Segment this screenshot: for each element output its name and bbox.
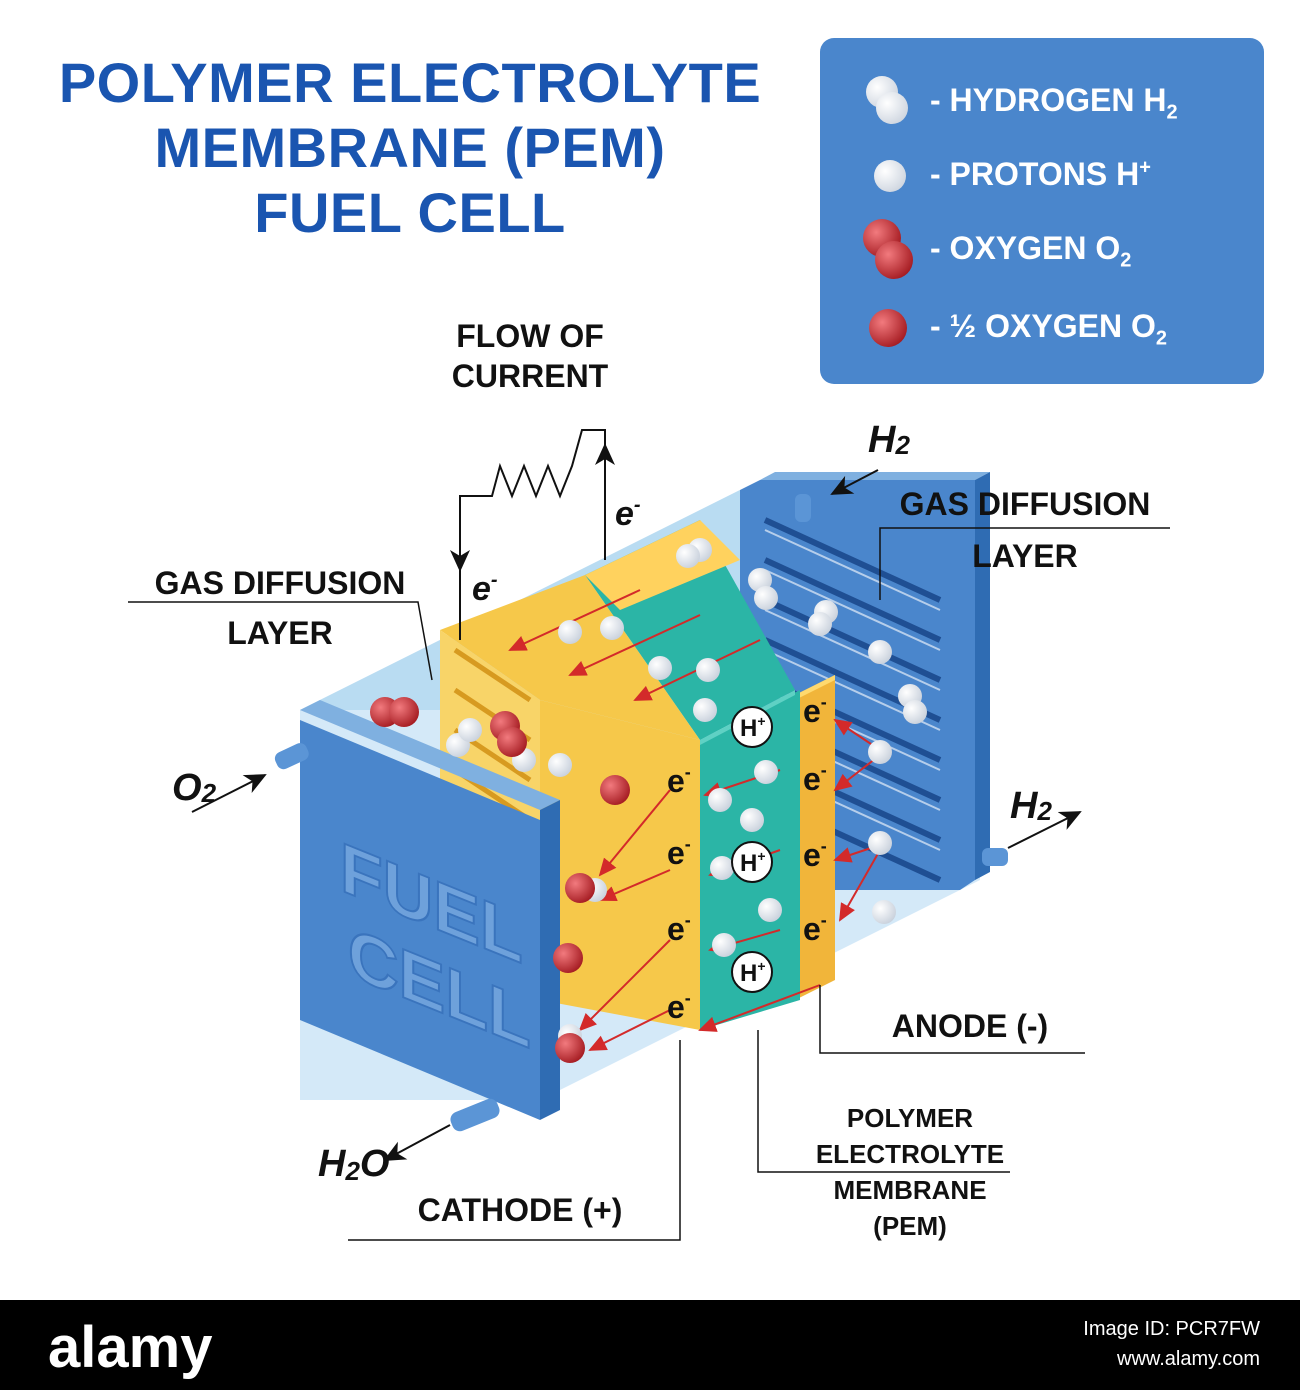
h2-inlet-label: H2 xyxy=(868,419,910,461)
hydrogen-particle xyxy=(754,760,778,784)
electron-label: e- xyxy=(667,910,691,947)
watermark-footer: alamy Image ID: PCR7FW www.alamy.com xyxy=(0,1300,1300,1390)
brand-logo: alamy xyxy=(48,1315,213,1380)
external-circuit xyxy=(450,429,615,640)
cathode-flow-plate: FUEL CELL xyxy=(274,700,560,1132)
hydrogen-particle xyxy=(676,544,700,568)
title-line-1: POLYMER ELECTROLYTE xyxy=(58,51,762,114)
title-line-3: FUEL CELL xyxy=(254,181,566,244)
particles xyxy=(370,538,927,1063)
oxygen-particle xyxy=(555,1033,585,1063)
hydrogen-particle xyxy=(868,740,892,764)
legend: - HYDROGEN H2 - PROTONS H+ - OXYGEN O2 -… xyxy=(820,38,1264,384)
hydrogen-particle xyxy=(710,856,734,880)
hydrogen-particle xyxy=(693,698,717,722)
hydrogen-particle xyxy=(558,620,582,644)
circuit-electron-left: e- xyxy=(472,569,498,608)
oxygen-particle xyxy=(553,943,583,973)
legend-half-oxygen: - ½ OXYGEN O2 xyxy=(930,308,1167,350)
proton-badge: H+ xyxy=(731,706,773,748)
proton-badge: H+ xyxy=(731,841,773,883)
hydrogen-particle xyxy=(872,900,896,924)
hydrogen-particle xyxy=(548,753,572,777)
pem-label: POLYMER ELECTROLYTE MEMBRANE (PEM) xyxy=(815,1103,1005,1241)
circuit-electron-right: e- xyxy=(615,494,641,533)
electron-label: e- xyxy=(803,836,827,873)
electron-labels: e-e-e-e-e-e-e-e- xyxy=(667,692,827,1025)
anode-electrode xyxy=(795,675,835,1000)
oxygen-particle xyxy=(389,697,419,727)
hydrogen-particle xyxy=(648,656,672,680)
hydrogen-particle xyxy=(712,933,736,957)
proton-badge: H+ xyxy=(731,951,773,993)
hydrogen-particle xyxy=(740,808,764,832)
image-id-text: Image ID: PCR7FW xyxy=(1083,1318,1260,1340)
hydrogen-particle xyxy=(600,616,624,640)
oxygen-particle xyxy=(497,727,527,757)
hydrogen-molecule-icon xyxy=(866,76,908,124)
legend-hydrogen: - HYDROGEN H2 xyxy=(930,82,1178,124)
hydrogen-particle xyxy=(458,718,482,742)
legend-protons: - PROTONS H+ xyxy=(930,156,1151,192)
svg-text:H+: H+ xyxy=(740,848,766,877)
h2o-outlet-label: H2O xyxy=(318,1143,389,1186)
o2-inlet-label: O2 xyxy=(172,767,217,809)
electron-label: e- xyxy=(667,988,691,1025)
leader-lines xyxy=(128,527,1170,1241)
proton-badges: H+ H+ H+ xyxy=(731,706,773,993)
title-line-2: MEMBRANE (PEM) xyxy=(154,116,666,179)
svg-text:H+: H+ xyxy=(740,958,766,987)
electron-label: e- xyxy=(803,910,827,947)
hydrogen-particle xyxy=(708,788,732,812)
half-oxygen-icon xyxy=(869,309,907,347)
svg-text:H+: H+ xyxy=(740,713,766,742)
electron-label: e- xyxy=(803,760,827,797)
site-url-text: www.alamy.com xyxy=(1117,1348,1260,1370)
hydrogen-particle xyxy=(696,658,720,682)
legend-oxygen: - OXYGEN O2 xyxy=(930,230,1132,272)
hydrogen-particle xyxy=(754,586,778,610)
hydrogen-particle xyxy=(758,898,782,922)
diagram-stage: POLYMER ELECTROLYTE MEMBRANE (PEM) FUEL … xyxy=(58,38,1264,1241)
oxygen-particle xyxy=(600,775,630,805)
proton-icon xyxy=(874,160,906,192)
electron-label: e- xyxy=(803,692,827,729)
hydrogen-particle xyxy=(868,831,892,855)
electron-label: e- xyxy=(667,834,691,871)
gas-flow-arrows xyxy=(191,469,1082,1161)
legend-symbols xyxy=(863,76,913,347)
oxygen-particle xyxy=(565,873,595,903)
oxygen-molecule-icon xyxy=(863,219,913,279)
fuel-cell-illustration: FUEL CELL e-e-e-e-e-e-e-e- H+ H+ H+ xyxy=(128,419,1170,1241)
hydrogen-particle xyxy=(808,612,832,636)
anode-label: ANODE (-) xyxy=(891,1008,1049,1044)
hydrogen-particle xyxy=(903,700,927,724)
hydrogen-particle xyxy=(868,640,892,664)
electron-label: e- xyxy=(667,762,691,799)
cathode-label: CATHODE (+) xyxy=(417,1192,623,1228)
h2-outlet-label: H2 xyxy=(1010,785,1052,827)
